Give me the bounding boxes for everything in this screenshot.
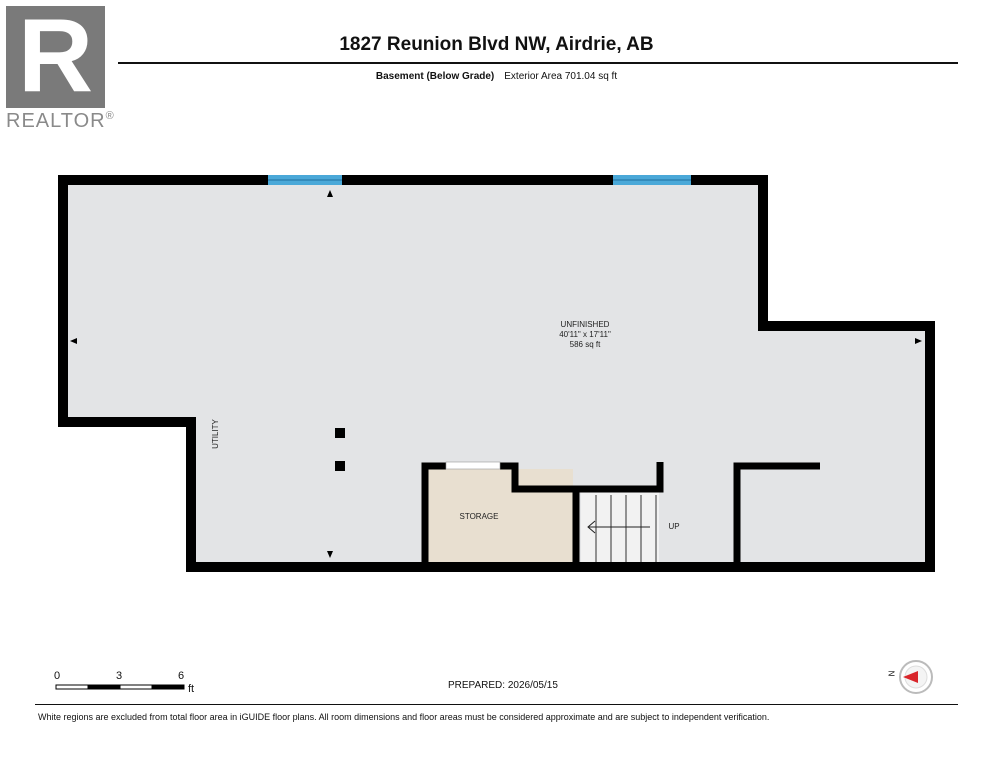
page-title: 1827 Reunion Blvd NW, Airdrie, AB xyxy=(339,34,654,55)
partition-wall xyxy=(733,462,820,567)
stair-direction: UP xyxy=(668,522,680,531)
stair-area xyxy=(581,492,659,564)
realtor-logo: R REALTOR® xyxy=(6,0,116,133)
scale-label-6: 6 xyxy=(178,670,185,682)
dimension-arrow-right xyxy=(915,338,922,344)
stair-treads xyxy=(595,495,657,562)
realtor-logo-icon xyxy=(6,6,105,108)
logo-word: REALTOR xyxy=(6,110,106,132)
dimension-arrow-left xyxy=(70,338,77,344)
header-divider xyxy=(118,62,958,64)
room-name: STORAGE xyxy=(459,512,499,521)
stair-arrow xyxy=(587,520,650,534)
dimension-arrow-bottom xyxy=(327,551,333,558)
logo-mark: R xyxy=(17,0,94,114)
exterior-wall xyxy=(58,175,935,572)
room-name: UTILITY xyxy=(211,419,220,449)
stair-wall xyxy=(576,462,664,493)
floor-area xyxy=(63,180,930,567)
compass-north-label: N xyxy=(887,670,897,677)
level-name: Basement (Below Grade) xyxy=(375,71,495,82)
room-dimensions: 40'11" x 17'11" xyxy=(559,330,611,339)
room-area: 586 sq ft xyxy=(569,340,601,349)
registered-mark: ® xyxy=(105,110,115,122)
exterior-area: Exterior Area 701.04 sq ft xyxy=(504,71,618,82)
scale-unit: ft xyxy=(188,683,195,695)
footer-divider xyxy=(35,704,958,705)
room-label-utility: UTILITY xyxy=(211,414,221,454)
dimension-arrow-top xyxy=(327,190,333,197)
compass-icon xyxy=(899,660,933,694)
scale-label-0: 0 xyxy=(54,670,61,682)
stair-label: UP xyxy=(666,522,682,532)
disclaimer: White regions are excluded from total fl… xyxy=(38,712,770,722)
storage-wall-right xyxy=(500,462,580,567)
support-column xyxy=(335,428,345,438)
subtitle: Basement (Below Grade) Exterior Area 701.… xyxy=(0,71,993,82)
scale-bar xyxy=(55,684,185,690)
prepared-date: PREPARED: 2026/05/15 xyxy=(448,680,558,691)
room-label-storage: STORAGE xyxy=(449,512,509,522)
room-name: UNFINISHED xyxy=(560,320,610,329)
storage-room xyxy=(428,469,573,563)
support-column xyxy=(335,461,345,471)
storage-wall xyxy=(421,462,446,567)
logo-wordmark: REALTOR® xyxy=(6,110,115,133)
scale-label-3: 3 xyxy=(116,670,123,682)
storage-door xyxy=(445,461,501,470)
room-label-unfinished: UNFINISHED 40'11" x 17'11" 586 sq ft xyxy=(540,320,630,350)
